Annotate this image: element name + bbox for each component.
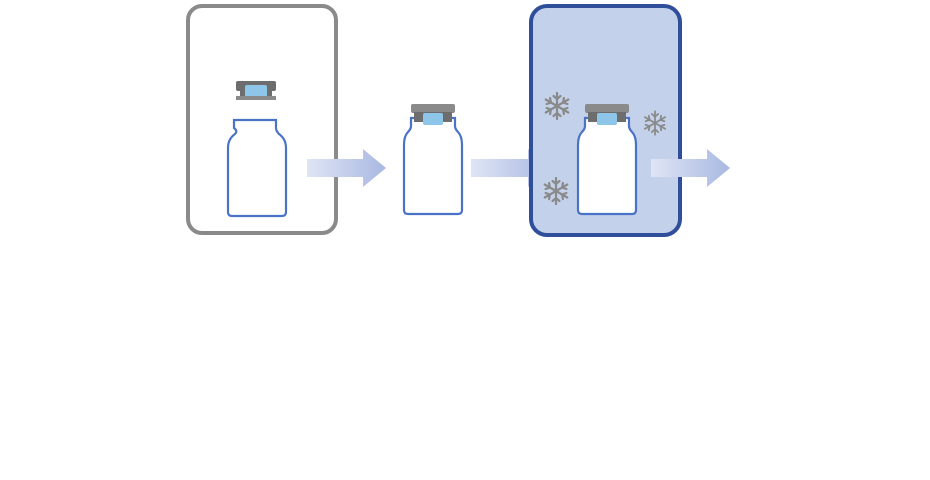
stopper-icon <box>236 81 276 100</box>
arrow-right-icon <box>651 149 730 187</box>
stopper-icon <box>585 104 629 125</box>
vial-icon <box>226 118 288 218</box>
vial-icon <box>576 116 638 216</box>
arrow-right-icon <box>307 149 386 187</box>
stopper-icon <box>411 104 455 125</box>
vial-icon <box>402 116 464 216</box>
